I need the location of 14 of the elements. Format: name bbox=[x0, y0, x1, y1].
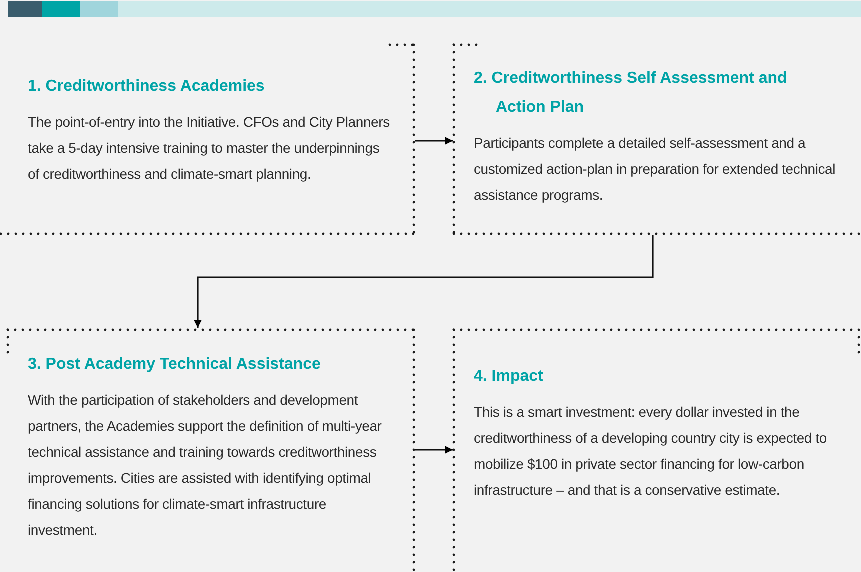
step-panel bbox=[452, 328, 861, 572]
step-panel bbox=[0, 44, 416, 236]
step-panel bbox=[452, 44, 861, 236]
step-description: This is a smart investment: every dollar invested in the creditworthiness of a developing country city is expected to mobilize $100 in private sector financing for low-carbon infrastructure – and that is a conservative estimate. bbox=[474, 403, 828, 500]
step-description: With the participation of stakeholders and development partners, the Academies support the definition of multi-year technical assistance and training towards creditworthiness improvements. Cities are assisted with identifying optimal financing solutions for climate-smart infrastructure investment. bbox=[28, 391, 383, 540]
step-heading: 2. Creditworthiness Self Assessment and Action Plan bbox=[474, 69, 788, 118]
step-heading: 4. Impact bbox=[474, 367, 544, 387]
step-description: Participants complete a detailed self-assessment and a customized action-plan in preparation for extended technical assistance programs. bbox=[474, 134, 837, 205]
step-description: The point-of-entry into the Initiative. CFOs and City Planners take a 5-day intensive training to master the underpinnings of creditworthiness and climate-smart planning. bbox=[28, 113, 391, 184]
step-heading: 1. Creditworthiness Academies bbox=[28, 77, 266, 97]
arrow bbox=[194, 235, 654, 328]
step-heading: 3. Post Academy Technical Assistance bbox=[28, 355, 322, 375]
arrow bbox=[415, 137, 453, 145]
arrow bbox=[415, 446, 453, 454]
